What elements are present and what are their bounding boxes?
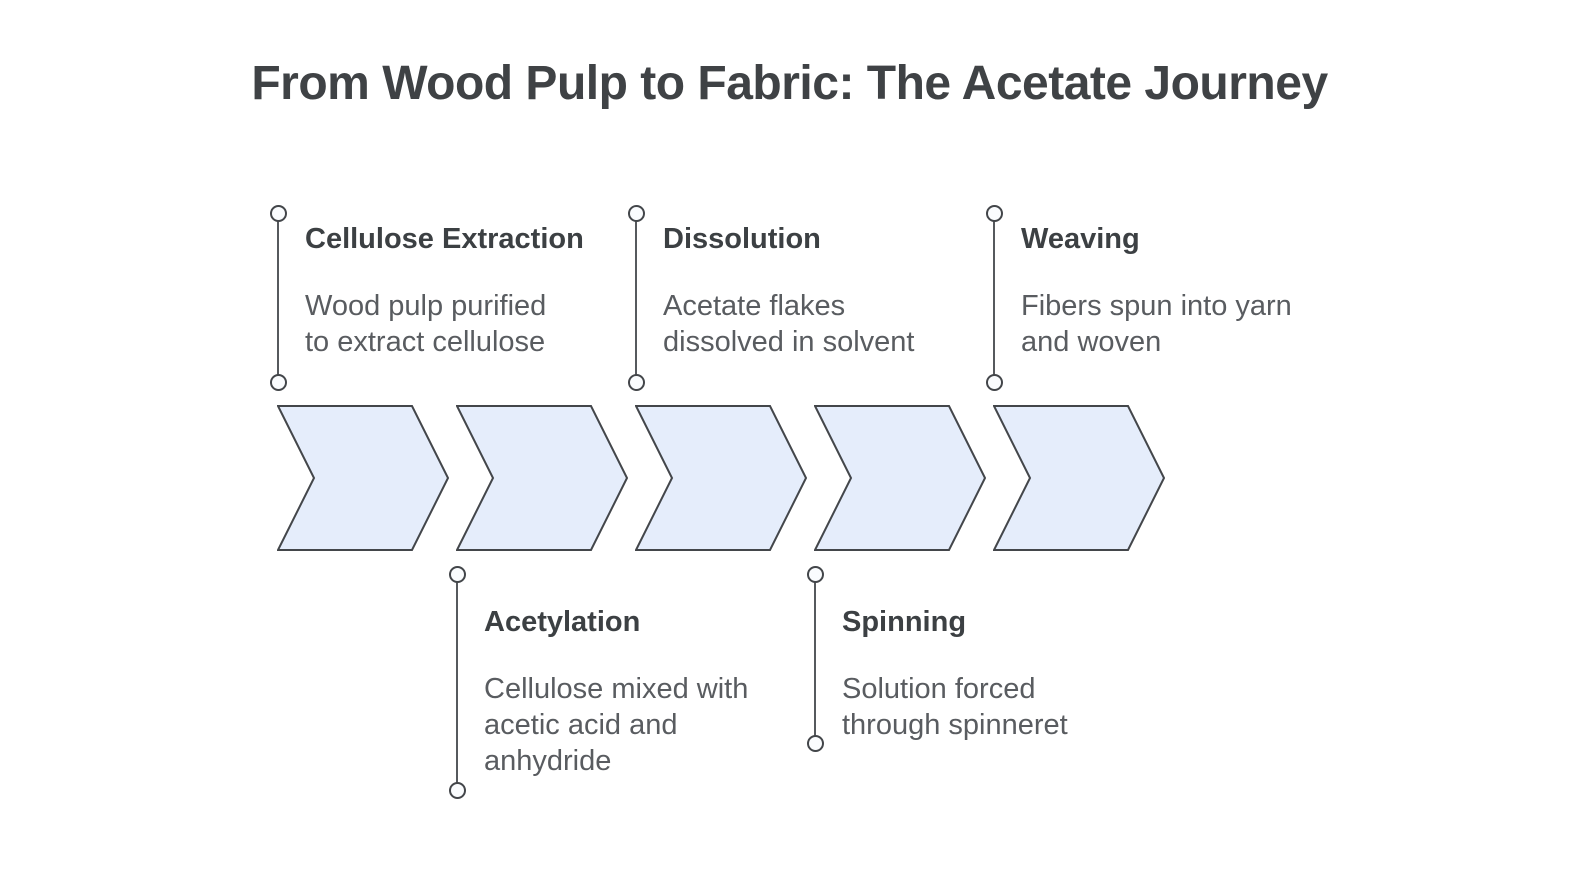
description-line: Acetate flakes [663, 290, 846, 322]
description-line: through spinneret [842, 709, 1068, 741]
connector-dot-top [628, 205, 645, 222]
connector-dot-bottom [807, 735, 824, 752]
step-1-label: Cellulose Extraction [305, 223, 584, 255]
connector-dot-bottom [628, 374, 645, 391]
step-4-text: Spinning Solution forced through spinner… [842, 604, 1122, 743]
connector-dot-top [986, 205, 1003, 222]
step-1-connector [270, 205, 287, 391]
description-line: anhydride [484, 745, 612, 777]
step-2-label: Acetylation [484, 606, 641, 638]
connector-dot-bottom [270, 374, 287, 391]
connector-dot-bottom [986, 374, 1003, 391]
description-line: to extract cellulose [305, 326, 546, 358]
step-5-connector [986, 205, 1003, 391]
description-line: Solution forced [842, 673, 1036, 705]
chevron-arrow-1 [277, 405, 449, 551]
step-3-label: Dissolution [663, 223, 821, 255]
connector-dot-top [449, 566, 466, 583]
step-3-text: Dissolution Acetate flakes dissolved in … [663, 221, 963, 360]
description-line: Wood pulp purified [305, 290, 547, 322]
step-2-connector [449, 566, 466, 799]
chevron-arrow-4 [814, 405, 986, 551]
chevron-arrow-2 [456, 405, 628, 551]
step-4-description: Solution forced through spinneret [842, 671, 1122, 743]
step-3-description: Acetate flakes dissolved in solvent [663, 288, 963, 360]
diagram-title: From Wood Pulp to Fabric: The Acetate Jo… [251, 57, 1328, 110]
connector-dot-top [807, 566, 824, 583]
connector-line [814, 574, 816, 744]
step-1-description: Wood pulp purified to extract cellulose [305, 288, 605, 360]
step-5-description: Fibers spun into yarn and woven [1021, 288, 1351, 360]
step-2-text: Acetylation Cellulose mixed with acetic … [484, 604, 804, 779]
step-5-text: Weaving Fibers spun into yarn and woven [1021, 221, 1351, 360]
description-line: dissolved in solvent [663, 326, 915, 358]
chevron-arrow-5 [993, 405, 1165, 551]
step-5-label: Weaving [1021, 223, 1140, 255]
connector-dot-top [270, 205, 287, 222]
step-3-connector [628, 205, 645, 391]
step-2-description: Cellulose mixed with acetic acid and anh… [484, 671, 804, 779]
connector-line [635, 213, 637, 383]
step-4-label: Spinning [842, 606, 967, 638]
chevron-arrow-3 [635, 405, 807, 551]
connector-dot-bottom [449, 782, 466, 799]
description-line: and woven [1021, 326, 1162, 358]
connector-line [993, 213, 995, 383]
step-4-connector [807, 566, 824, 752]
description-line: acetic acid and [484, 709, 678, 741]
description-line: Cellulose mixed with [484, 673, 749, 705]
description-line: Fibers spun into yarn [1021, 290, 1292, 322]
connector-line [456, 574, 458, 791]
connector-line [277, 213, 279, 383]
step-1-text: Cellulose Extraction Wood pulp purified … [305, 221, 605, 360]
